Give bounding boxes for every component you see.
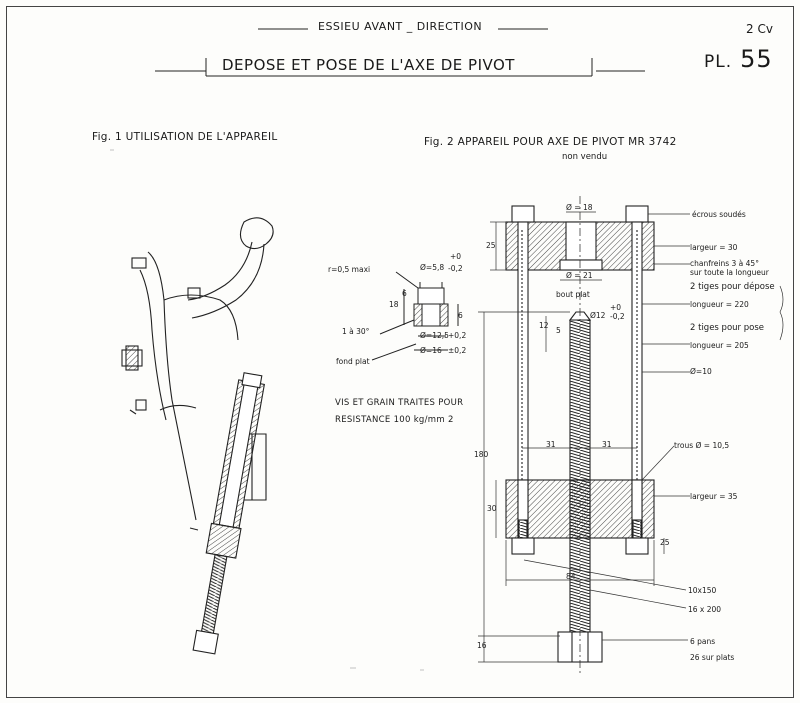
label-width-35: largeur = 35: [690, 492, 738, 501]
dim-16: 16: [477, 641, 487, 650]
fig2-subcaption: non vendu: [562, 152, 608, 162]
fig2-dimension-lines: [478, 211, 784, 663]
header-rules: [155, 28, 645, 77]
label-length-220: longueur = 220: [690, 300, 749, 309]
fig1-drawing: [121, 217, 274, 655]
detail-radius: r=0,5 maxi: [328, 265, 371, 274]
dim-12: 12: [539, 321, 549, 330]
detail-tol-mid: +0,2: [448, 331, 467, 340]
label-tol-12-plus: +0: [610, 303, 622, 312]
detail-drawing: [371, 271, 459, 361]
plate-prefix: PL.: [704, 52, 733, 72]
label-chamfers-length: sur toute la longueur: [690, 268, 769, 277]
fig2-drawing: [505, 196, 655, 676]
detail-dia-top: Ø=5,8: [420, 263, 445, 272]
label-dia-18: Ø = 18: [566, 203, 593, 212]
dim-25-bottom: 25: [660, 538, 670, 547]
dim-31-right: 31: [602, 440, 612, 449]
label-flat-end: bout plat: [556, 290, 590, 299]
page-title: DEPOSE ET POSE DE L'AXE DE PIVOT: [222, 56, 515, 74]
model-label: 2 Cv: [746, 22, 773, 36]
label-across-flats: 26 sur plats: [690, 653, 735, 662]
label-six-sides: 6 pans: [690, 637, 716, 646]
detail-flat-bottom: fond plat: [336, 357, 370, 366]
label-thread-16: 16 x 200: [688, 605, 722, 614]
label-dia-12: Ø12: [590, 311, 606, 320]
plate-number: PL. 55: [704, 45, 773, 73]
dim-25-top: 25: [486, 241, 496, 250]
fig2-caption: Fig. 2 APPAREIL POUR AXE DE PIVOT MR 374…: [424, 136, 677, 148]
label-length-205: longueur = 205: [690, 341, 749, 350]
dim-31-left: 31: [546, 440, 556, 449]
fig1-caption: Fig. 1 UTILISATION DE L'APPAREIL: [92, 131, 278, 143]
treatment-note-line2: RESISTANCE 100 kg/mm 2: [335, 415, 454, 425]
section-heading: ESSIEU AVANT _ DIRECTION: [318, 20, 483, 33]
detail-dim-6b: 6: [458, 311, 463, 320]
scan-marks: [110, 149, 424, 671]
label-tol-12-minus: -0,2: [610, 312, 625, 321]
detail-tol-top-plus: +0: [450, 252, 462, 261]
detail-tol-top-minus: -0,2: [448, 264, 463, 273]
dim-180: 180: [474, 450, 489, 459]
detail-tol-bot: ±0,2: [448, 346, 467, 355]
label-rods-fitting: 2 tiges pour pose: [690, 323, 764, 333]
dim-5-end: 5: [556, 326, 561, 335]
treatment-note-line1: VIS ET GRAIN TRAITES POUR: [335, 398, 464, 408]
sheet-frame: [6, 6, 794, 698]
label-chamfers: chanfreins 3 à 45°: [690, 259, 759, 268]
detail-dim-18: 18: [389, 300, 399, 309]
dim-30: 30: [487, 504, 497, 513]
label-width-30: largeur = 30: [690, 243, 738, 252]
label-welded-nuts: écrous soudés: [692, 210, 746, 219]
plate-value: 55: [740, 45, 773, 73]
label-holes: trous Ø = 10,5: [674, 441, 730, 450]
label-rods-removal: 2 tiges pour dépose: [690, 282, 775, 292]
label-dia-10: Ø=10: [690, 367, 712, 376]
label-thread-10: 10x150: [688, 586, 717, 595]
label-dia-21: Ø = 21: [566, 271, 593, 280]
detail-angle: 1 à 30°: [342, 327, 370, 336]
